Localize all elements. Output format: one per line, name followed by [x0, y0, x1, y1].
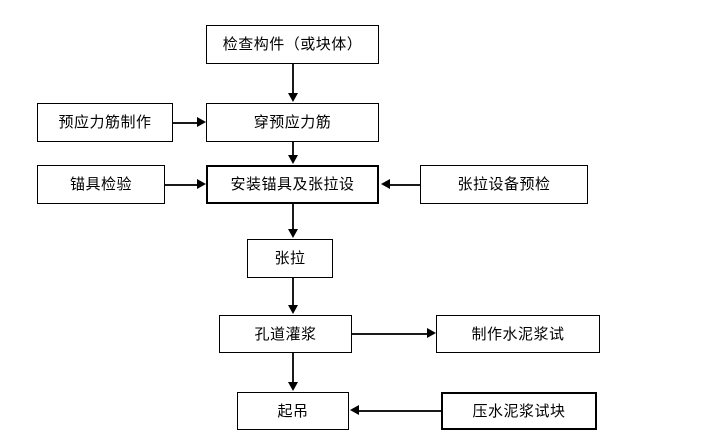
node-label: 检查构件（或块体） — [222, 36, 363, 53]
edge-tensioning-to-grouting-arrow — [288, 305, 298, 314]
edge-anchorcheck-to-install-arrow — [197, 179, 206, 189]
edge-anchorcheck-to-install-line — [165, 184, 198, 186]
node-make-cement-grout-specimen[interactable]: 制作水泥浆试 — [436, 315, 600, 353]
edge-grouting-to-hoisting-arrow — [288, 382, 298, 391]
node-thread-tendon[interactable]: 穿预应力筋 — [206, 103, 379, 142]
edge-pressblock-to-hoisting-arrow — [350, 405, 359, 415]
node-press-cement-grout-block[interactable]: 压水泥浆试块 — [441, 392, 597, 430]
node-inspect-component[interactable]: 检查构件（或块体） — [206, 25, 379, 64]
edge-inspect-to-thread-arrow — [288, 93, 298, 102]
node-label: 压水泥浆试块 — [472, 402, 566, 420]
node-label: 穿预应力筋 — [253, 114, 332, 131]
node-install-anchorage-and-jack[interactable]: 安装锚具及张拉设 — [206, 165, 379, 204]
node-label: 锚具检验 — [69, 176, 132, 193]
node-duct-grouting[interactable]: 孔道灌浆 — [219, 315, 352, 353]
edge-thread-to-install-arrow — [288, 155, 298, 164]
edge-pressblock-to-hoisting-line — [358, 410, 441, 412]
edge-grouting-to-hoisting-line — [292, 353, 294, 382]
node-label: 起吊 — [277, 402, 309, 420]
node-tensioning-equipment-precheck[interactable]: 张拉设备预检 — [420, 165, 588, 204]
edge-equipcheck-to-install-line — [390, 184, 420, 186]
node-label: 预应力筋制作 — [58, 114, 152, 131]
edge-inspect-to-thread-line — [292, 64, 294, 95]
edge-equipcheck-to-install-arrow — [381, 179, 390, 189]
edge-install-to-tensioning-arrow — [288, 229, 298, 238]
node-tensioning[interactable]: 张拉 — [247, 239, 333, 278]
edge-grouting-to-specimen-line — [352, 333, 428, 335]
node-label: 张拉 — [274, 250, 306, 267]
edge-fabrication-to-thread-arrow — [197, 117, 206, 127]
node-anchorage-inspection[interactable]: 锚具检验 — [37, 165, 165, 204]
edge-fabrication-to-thread-line — [173, 122, 198, 124]
edge-install-to-tensioning-line — [292, 204, 294, 230]
edge-tensioning-to-grouting-line — [292, 278, 294, 306]
edge-grouting-to-specimen-arrow — [427, 328, 436, 338]
edge-thread-to-install-line — [292, 142, 294, 158]
node-label: 张拉设备预检 — [457, 176, 551, 193]
node-tendon-fabrication[interactable]: 预应力筋制作 — [37, 103, 173, 142]
node-hoisting[interactable]: 起吊 — [237, 392, 349, 430]
node-label: 安装锚具及张拉设 — [230, 176, 355, 193]
node-label: 孔道灌浆 — [254, 325, 317, 343]
node-label: 制作水泥浆试 — [471, 325, 565, 343]
